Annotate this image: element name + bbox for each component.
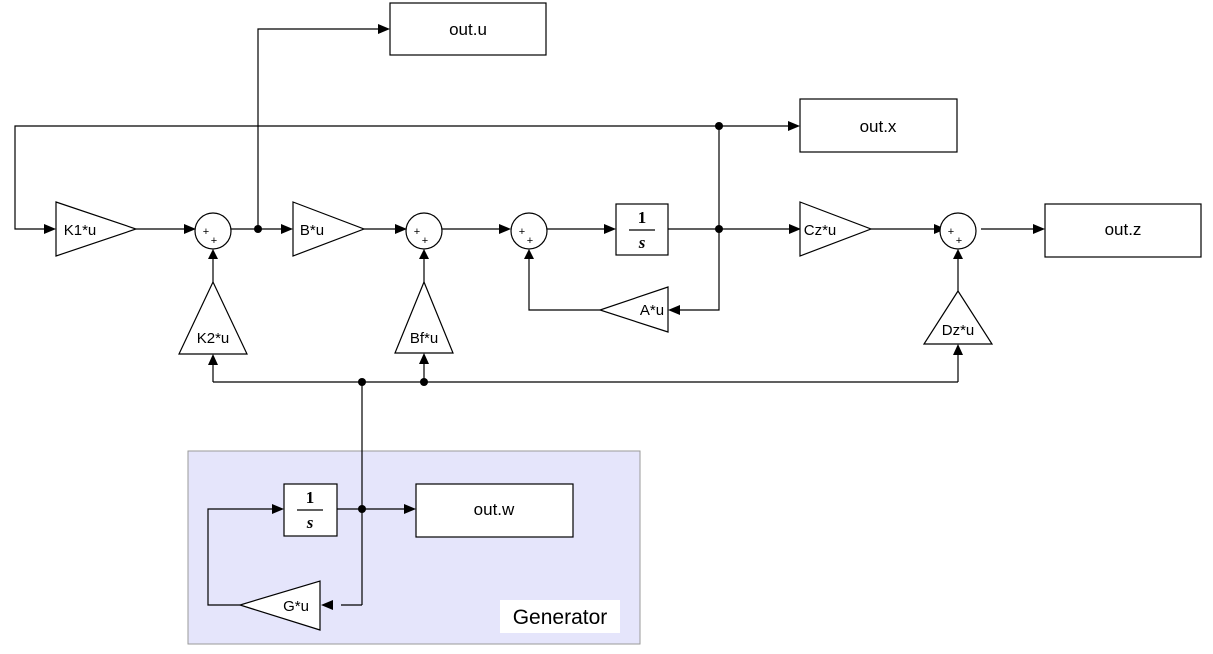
integrator-generator-denominator: s xyxy=(306,513,314,532)
branch-points xyxy=(254,122,723,513)
outport-out-u[interactable]: out.u xyxy=(389,2,547,56)
integrator-generator-numerator: 1 xyxy=(306,488,315,507)
gain-block-bf[interactable]: Bf*u xyxy=(394,280,454,354)
sum-2-sign-bottom: + xyxy=(422,235,428,247)
outport-out-z[interactable]: out.z xyxy=(1044,203,1202,258)
arrowheads xyxy=(44,24,1045,610)
sum-1-sign-bottom: + xyxy=(211,235,217,247)
gain-block-cz[interactable]: Cz*u xyxy=(799,201,873,257)
gain-k1-label: K1*u xyxy=(64,222,97,239)
gain-k2-label: K2*u xyxy=(197,330,230,347)
gain-block-b[interactable]: B*u xyxy=(292,201,366,257)
sum-block-4[interactable]: + + xyxy=(939,212,977,250)
sum-3-sign-bottom: + xyxy=(527,235,533,247)
gain-block-k2[interactable]: K2*u xyxy=(178,280,248,355)
gain-b-label: B*u xyxy=(300,222,324,239)
outport-out-z-label: out.z xyxy=(1105,220,1142,239)
gain-dz-label: Dz*u xyxy=(942,322,975,339)
gain-a-label: A*u xyxy=(640,302,664,319)
generator-label-bg xyxy=(500,600,620,633)
sum-block-2[interactable]: + + xyxy=(405,212,443,250)
gain-block-g[interactable]: G*u xyxy=(237,580,321,631)
sum-4-sign-bottom: + xyxy=(956,235,962,247)
integrator-block-generator[interactable]: 1 s xyxy=(283,483,338,537)
sum-4-sign-left: + xyxy=(948,226,954,238)
outport-out-w-label: out.w xyxy=(474,500,515,519)
signal-wires xyxy=(14,28,1033,606)
outport-out-w[interactable]: out.w xyxy=(415,483,574,538)
generator-label: Generator xyxy=(513,606,608,629)
sum-2-sign-left: + xyxy=(414,226,420,238)
gain-bf-label: Bf*u xyxy=(410,330,438,347)
sum-block-3[interactable]: + + xyxy=(510,212,548,250)
integrator-main-numerator: 1 xyxy=(638,208,647,227)
sum-3-sign-left: + xyxy=(519,226,525,238)
sum-block-1[interactable]: + + xyxy=(194,212,232,250)
gain-block-a[interactable]: A*u xyxy=(598,286,669,333)
sum-1-sign-left: + xyxy=(203,226,209,238)
gain-block-dz[interactable]: Dz*u xyxy=(922,289,994,345)
outport-out-u-label: out.u xyxy=(449,20,487,39)
integrator-block-main[interactable]: 1 s xyxy=(615,203,669,256)
outport-out-x[interactable]: out.x xyxy=(799,98,958,153)
outport-out-x-label: out.x xyxy=(860,117,897,136)
gain-g-label: G*u xyxy=(283,598,309,615)
gain-block-k1[interactable]: K1*u xyxy=(55,201,138,257)
gain-cz-label: Cz*u xyxy=(804,222,837,239)
integrator-main-denominator: s xyxy=(638,233,646,252)
